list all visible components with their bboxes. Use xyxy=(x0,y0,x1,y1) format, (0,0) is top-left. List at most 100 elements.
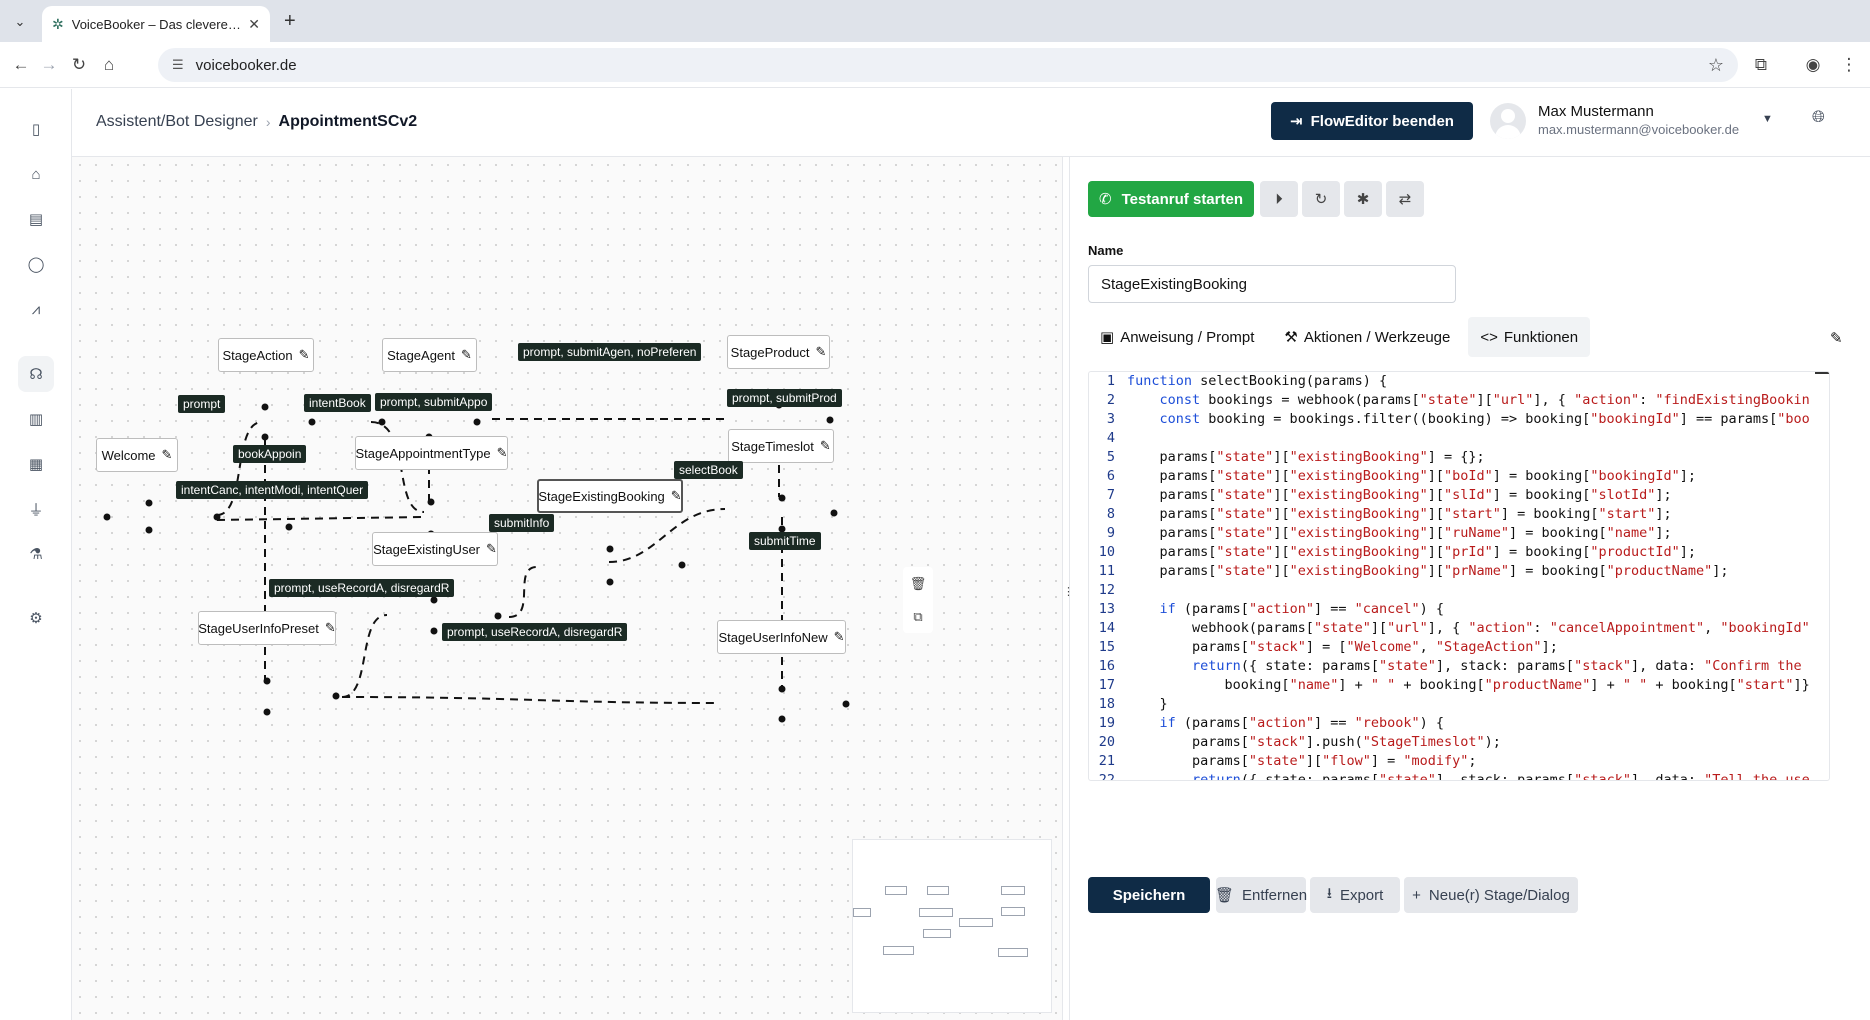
integrations-nav-icon[interactable]: ▦ xyxy=(28,456,44,473)
pencil-icon[interactable]: ✎ xyxy=(833,629,845,644)
pencil-icon[interactable]: ✎ xyxy=(1830,330,1843,347)
node-stageagent[interactable]: StageAgent✎ xyxy=(382,338,477,372)
chevron-down-icon[interactable]: ▼ xyxy=(1762,113,1773,125)
home-icon[interactable]: ⌂ xyxy=(103,55,115,74)
code-line[interactable]: 8 params["state"]["existingBooking"]["st… xyxy=(1089,505,1829,524)
pencil-icon[interactable]: ✎ xyxy=(670,488,682,503)
play-button[interactable]: ⏵ xyxy=(1260,181,1298,217)
pencil-icon[interactable]: ✎ xyxy=(161,447,173,462)
edge-label[interactable]: intentBook xyxy=(304,394,371,412)
close-tab-icon[interactable]: ✕ xyxy=(248,15,260,32)
minimap[interactable] xyxy=(852,839,1052,1013)
code-line[interactable]: 2 const bookings = webhook(params["state… xyxy=(1089,391,1829,410)
node-stageappointmenttype[interactable]: StageAppointmentType✎ xyxy=(355,436,508,470)
code-line[interactable]: 16 return({ state: params["state"], stac… xyxy=(1089,657,1829,676)
forward-icon[interactable]: → xyxy=(40,55,58,74)
code-line[interactable]: 4 xyxy=(1089,429,1829,448)
browser-menu-icon[interactable]: ⋮ xyxy=(1840,55,1858,74)
node-stageuserinfonew[interactable]: StageUserInfoNew✎ xyxy=(717,620,846,654)
edge-label[interactable]: prompt, useRecordA, disregardR xyxy=(269,579,455,597)
sidebar-toggle-icon[interactable]: ▯ xyxy=(31,121,41,138)
code-line[interactable]: 3 const booking = bookings.filter((booki… xyxy=(1089,410,1829,429)
node-stageaction[interactable]: StageAction✎ xyxy=(218,338,314,372)
export-button[interactable]: ⭳Export xyxy=(1310,877,1400,913)
address-bar[interactable]: ☰ voicebooker.de ☆ xyxy=(158,48,1738,82)
browser-tab[interactable]: ✲ VoiceBooker – Das clevere KI-g ✕ xyxy=(42,6,270,42)
pencil-icon[interactable]: ✎ xyxy=(819,438,831,453)
tab-aktionen-werkzeuge[interactable]: ⚒Aktionen / Werkzeuge xyxy=(1284,328,1451,347)
code-line[interactable]: 6 params["state"]["existingBooking"]["bo… xyxy=(1089,467,1829,486)
copy-icon[interactable]: ⧉ xyxy=(913,608,923,624)
library-nav-icon[interactable]: ▥ xyxy=(28,411,44,428)
book-nav-icon[interactable]: ▤ xyxy=(28,211,44,228)
edge-label[interactable]: prompt, useRecordA, disregardR xyxy=(442,623,628,641)
code-line[interactable]: 20 params["stack"].push("StageTimeslot")… xyxy=(1089,733,1829,752)
code-line[interactable]: 15 params["stack"] = ["Welcome", "StageA… xyxy=(1089,638,1829,657)
code-line[interactable]: 19 if (params["action"] == "rebook") { xyxy=(1089,714,1829,733)
code-line[interactable]: 18 } xyxy=(1089,695,1829,714)
trash-icon[interactable]: 🗑︎ xyxy=(909,575,927,591)
tab-anweisung-prompt[interactable]: ▣Anweisung / Prompt xyxy=(1100,328,1255,347)
code-line[interactable]: 21 params["state"]["flow"] = "modify"; xyxy=(1089,752,1829,771)
swap-button[interactable]: ⇄ xyxy=(1386,181,1424,217)
node-stageexistinguser[interactable]: StageExistingUser✎ xyxy=(372,532,498,566)
edge-label[interactable]: prompt, submitProd xyxy=(727,389,842,407)
breadcrumb-root[interactable]: Assistent/Bot Designer xyxy=(96,113,258,130)
settings-nav-icon[interactable]: ⚙ xyxy=(29,610,43,627)
node-welcome[interactable]: Welcome✎ xyxy=(96,438,178,472)
new-stage-button[interactable]: +Neue(r) Stage/Dialog xyxy=(1404,877,1578,913)
code-line[interactable]: 17 booking["name"] + " " + booking["prod… xyxy=(1089,676,1829,695)
code-line[interactable]: 22 return({ state: params["state"], stac… xyxy=(1089,771,1829,780)
code-line[interactable]: 5 params["state"]["existingBooking"] = {… xyxy=(1089,448,1829,467)
chat-nav-icon[interactable]: ◯ xyxy=(27,256,45,273)
site-info-icon[interactable]: ☰ xyxy=(172,57,184,72)
code-line[interactable]: 13 if (params["action"] == "cancel") { xyxy=(1089,600,1829,619)
edge-label[interactable]: submitTime xyxy=(749,532,821,550)
panel-splitter[interactable]: ⋮⋮ xyxy=(1062,157,1085,1020)
code-line[interactable]: 12 xyxy=(1089,581,1829,600)
exit-floweditor-button[interactable]: ⇥ FlowEditor beenden xyxy=(1271,102,1473,140)
bookmark-star-icon[interactable]: ☆ xyxy=(1707,54,1724,75)
edge-label[interactable]: prompt, submitAgen, noPreferen xyxy=(518,343,702,361)
start-testcall-button[interactable]: ✆ Testanruf starten xyxy=(1088,181,1254,217)
pencil-icon[interactable]: ✎ xyxy=(324,620,336,635)
edge-label[interactable]: bookAppoin xyxy=(233,445,307,463)
analytics-nav-icon[interactable]: ⩘ xyxy=(31,300,41,318)
avatar[interactable] xyxy=(1490,103,1526,139)
headset-nav-icon[interactable]: ☊ xyxy=(18,356,54,392)
back-icon[interactable]: ← xyxy=(12,55,30,74)
pencil-icon[interactable]: ✎ xyxy=(486,541,497,556)
code-line[interactable]: 14 webhook(params["state"]["url"], { "ac… xyxy=(1089,619,1829,638)
debug-button[interactable]: ✱ xyxy=(1344,181,1382,217)
save-button[interactable]: Speichern xyxy=(1088,877,1210,913)
remove-button[interactable]: 🗑︎Entfernen xyxy=(1215,877,1307,913)
language-globe-icon[interactable]: 🌐︎ xyxy=(1812,109,1825,126)
refresh-button[interactable]: ↻ xyxy=(1302,181,1340,217)
edge-label[interactable]: intentCanc, intentModi, intentQuer xyxy=(176,481,369,499)
tab-funktionen[interactable]: <>Funktionen xyxy=(1468,317,1591,357)
tab-search-icon[interactable]: ⌄ xyxy=(14,14,26,29)
extensions-icon[interactable]: ⧉ xyxy=(1754,55,1768,74)
code-line[interactable]: 9 params["state"]["existingBooking"]["ru… xyxy=(1089,524,1829,543)
edge-label[interactable]: prompt, submitAppo xyxy=(375,393,493,411)
pencil-icon[interactable]: ✎ xyxy=(461,347,472,362)
home-nav-icon[interactable]: ⌂ xyxy=(31,165,41,183)
profile-icon[interactable]: ◉ xyxy=(1805,55,1821,74)
flow-canvas[interactable]: StageAction✎ StageAgent✎ StageProduct✎ W… xyxy=(72,157,1062,1020)
pencil-icon[interactable]: ✎ xyxy=(496,445,508,460)
code-line[interactable]: 11 params["state"]["existingBooking"]["p… xyxy=(1089,562,1829,581)
plug-nav-icon[interactable]: ⏚ xyxy=(28,501,44,519)
code-line[interactable]: 7 params["state"]["existingBooking"]["sl… xyxy=(1089,486,1829,505)
node-stagetimeslot[interactable]: StageTimeslot✎ xyxy=(728,429,834,463)
pencil-icon[interactable]: ✎ xyxy=(815,344,827,359)
reload-icon[interactable]: ↻ xyxy=(71,55,87,74)
node-stageuserinfopreset[interactable]: StageUserInfoPreset✎ xyxy=(198,611,336,645)
new-tab-icon[interactable]: + xyxy=(284,10,296,32)
code-line[interactable]: 10 params["state"]["existingBooking"]["p… xyxy=(1089,543,1829,562)
node-stageproduct[interactable]: StageProduct✎ xyxy=(727,335,830,369)
edge-label[interactable]: selectBook xyxy=(674,461,743,479)
lab-nav-icon[interactable]: ⚗ xyxy=(29,546,43,563)
edge-label[interactable]: submitInfo xyxy=(489,514,555,532)
